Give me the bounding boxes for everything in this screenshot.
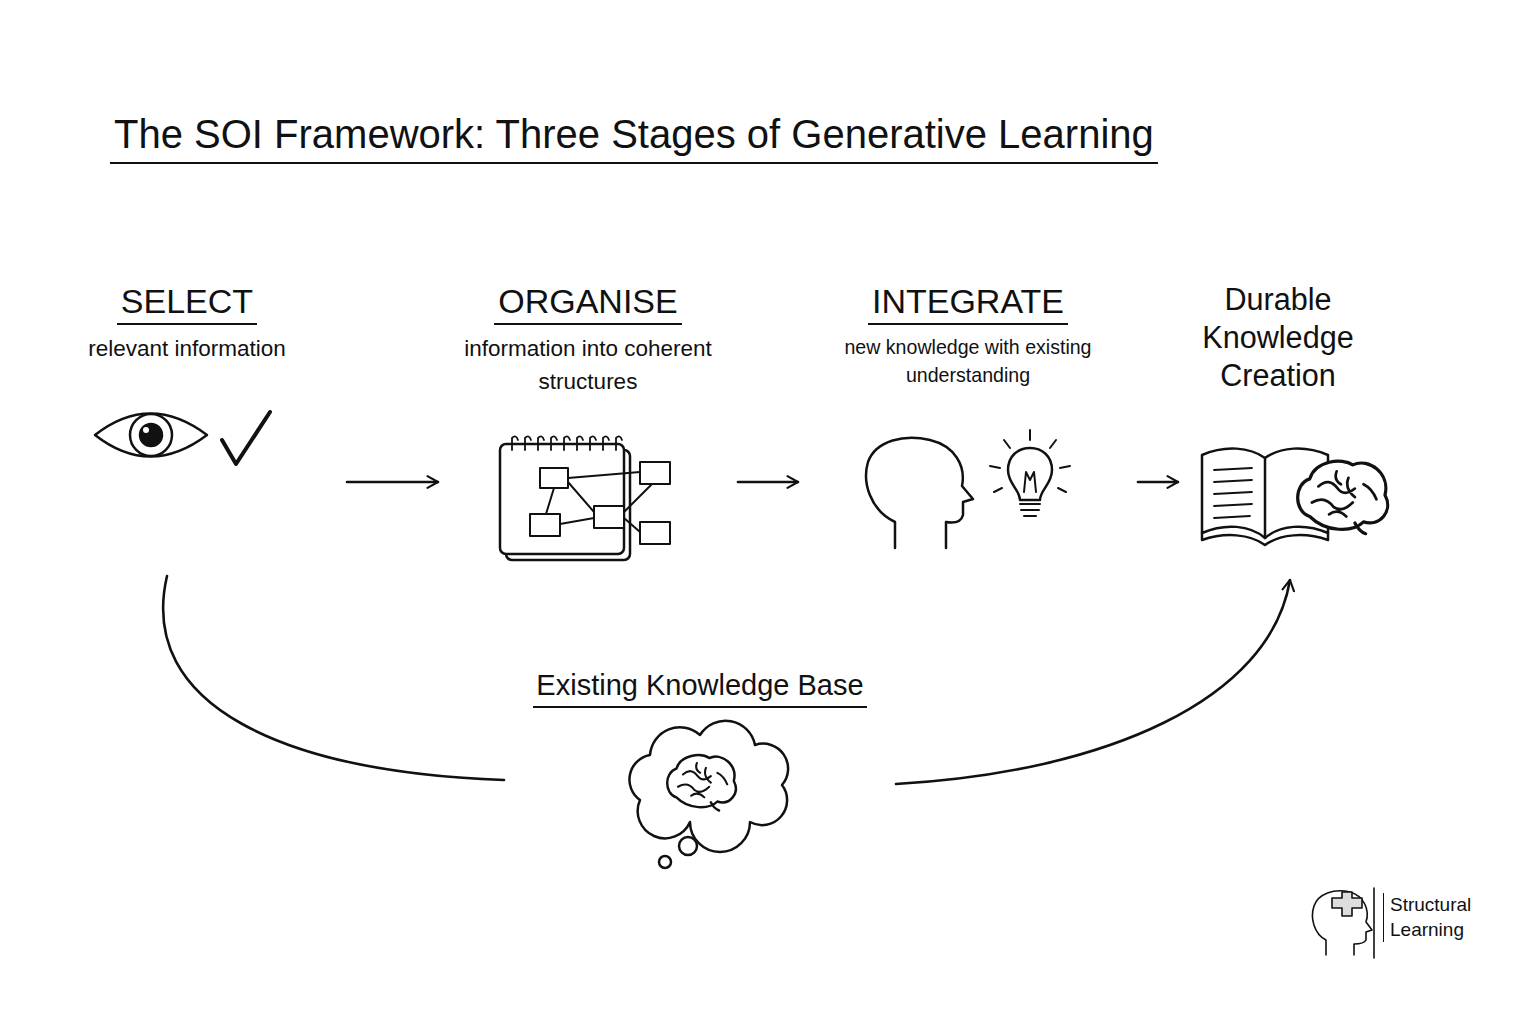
spiral-ring bbox=[512, 436, 518, 450]
spiral-ring bbox=[616, 436, 622, 450]
stage-heading: ORGANISE bbox=[494, 282, 681, 325]
flow-arrow bbox=[738, 481, 798, 484]
eye-icon bbox=[95, 414, 207, 457]
brain-icon bbox=[667, 755, 736, 810]
diagram-title: The SOI Framework: Three Stages of Gener… bbox=[110, 110, 1158, 164]
head-icon bbox=[866, 438, 973, 548]
check-mark bbox=[222, 412, 270, 464]
spiral-ring bbox=[590, 436, 596, 450]
stage-node: SELECT relevant information bbox=[37, 282, 337, 572]
stage-node: Durable Knowledge Creation bbox=[1188, 280, 1368, 572]
stage-description: new knowledge with existing understandin… bbox=[808, 333, 1128, 390]
brain-icon bbox=[1298, 461, 1388, 534]
lightbulb-icon bbox=[990, 430, 1070, 516]
stage-node: INTEGRATE new knowledge with existing und… bbox=[808, 282, 1128, 572]
stage-node: ORGANISE information into coherent struct… bbox=[448, 282, 728, 572]
spiral-ring bbox=[525, 436, 531, 450]
spiral-ring bbox=[538, 436, 544, 450]
spiral-ring bbox=[551, 436, 557, 450]
spiral-ring bbox=[577, 436, 583, 450]
flow-arrow bbox=[1138, 481, 1178, 484]
flow-arrow bbox=[347, 481, 438, 484]
notepad-icon bbox=[500, 436, 670, 560]
stage-heading: INTEGRATE bbox=[868, 282, 1068, 325]
stage-description: information into coherent structures bbox=[448, 333, 728, 398]
logo-icon bbox=[1313, 888, 1375, 958]
stage-heading: Existing Knowledge Base bbox=[533, 668, 866, 708]
spiral-ring bbox=[603, 436, 609, 450]
curved-arrow bbox=[163, 576, 504, 780]
watermark-text: Structural Learning bbox=[1383, 893, 1490, 942]
thought-bubble bbox=[629, 721, 788, 868]
stage-heading: SELECT bbox=[117, 282, 257, 325]
curved-arrow bbox=[896, 580, 1290, 784]
stage-description: relevant information bbox=[37, 333, 337, 366]
spiral-ring bbox=[564, 436, 570, 450]
knowledge-base-node: Existing Knowledge Base bbox=[510, 668, 890, 878]
stage-heading: Durable Knowledge Creation bbox=[1188, 280, 1368, 395]
